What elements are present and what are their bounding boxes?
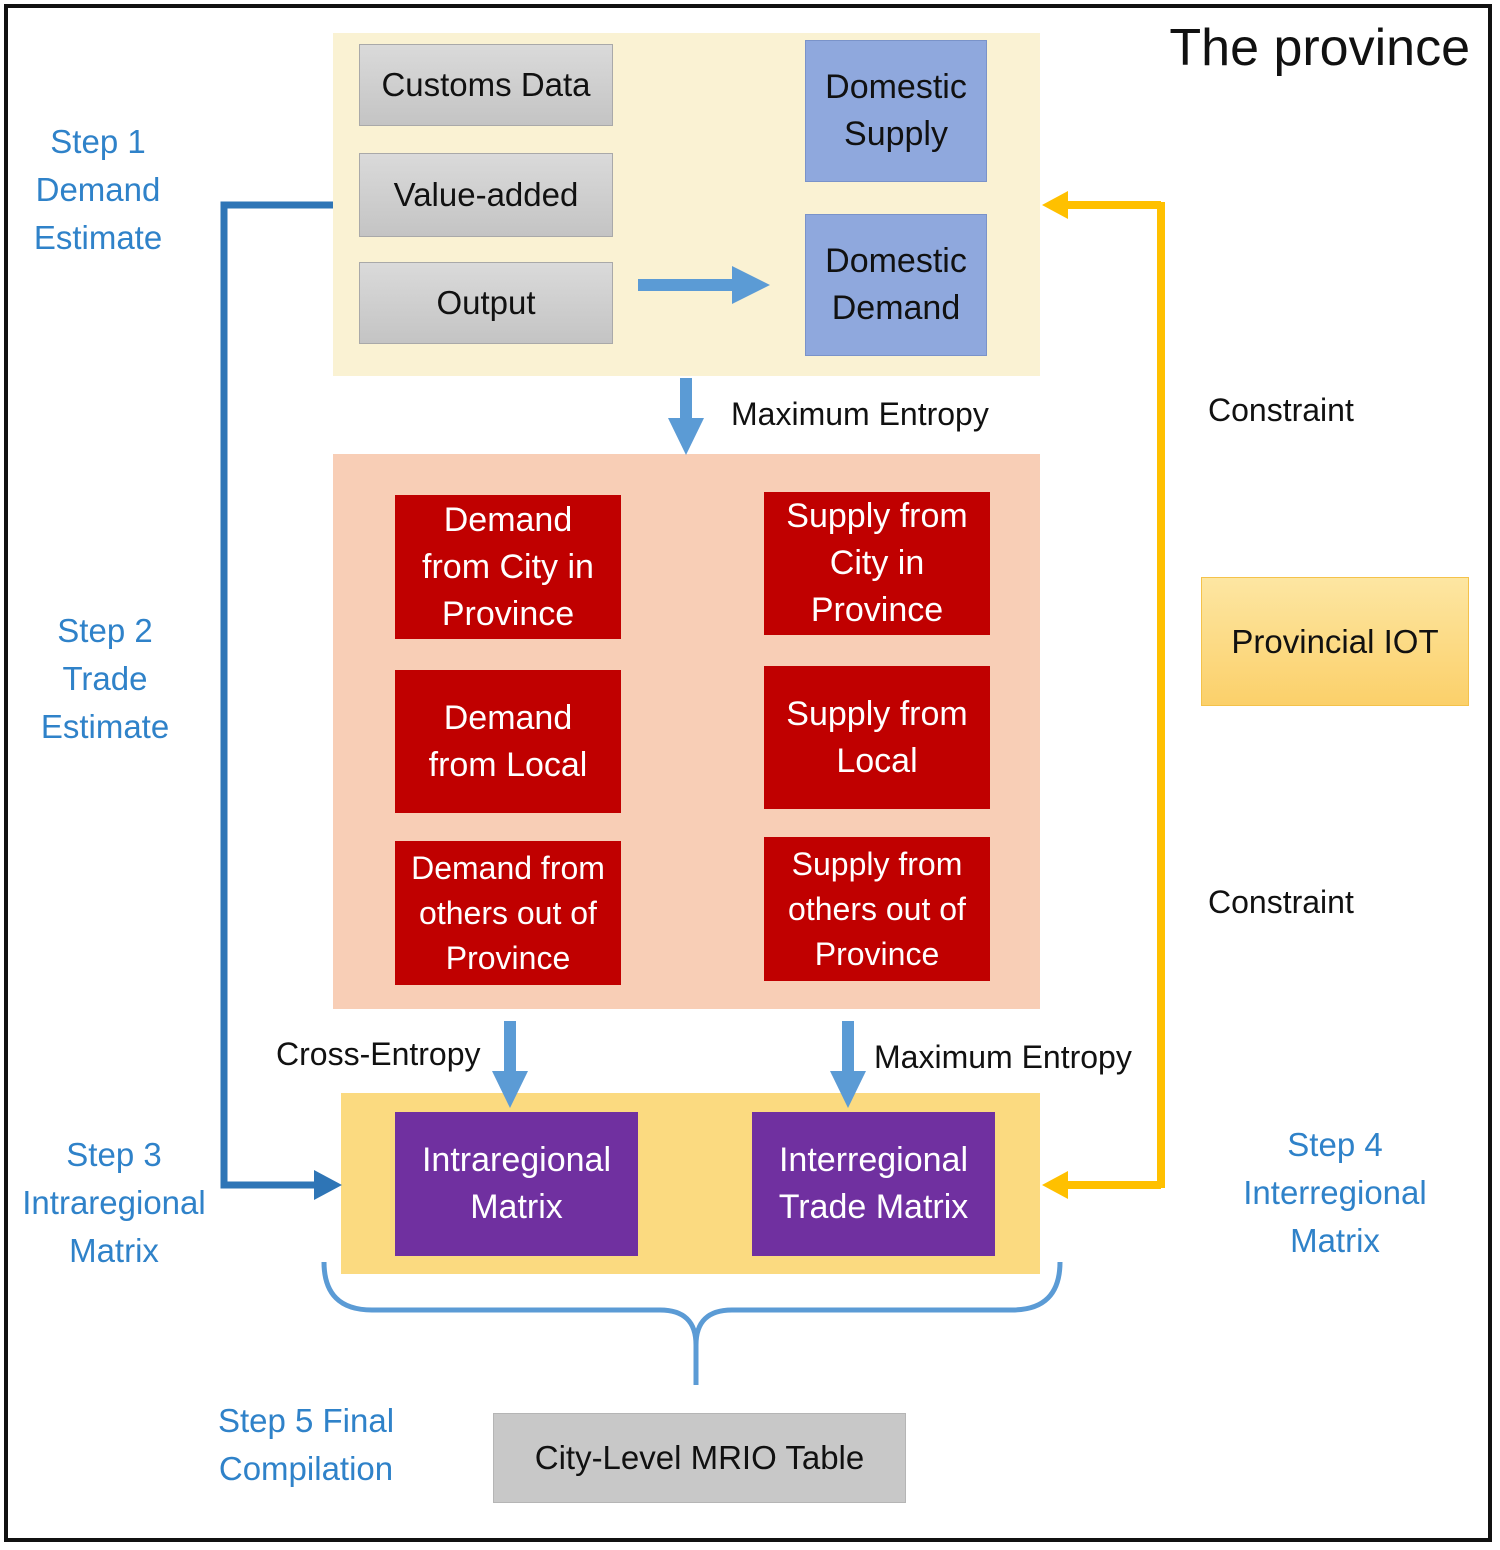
domestic-demand-box: Domestic Demand (805, 214, 987, 356)
customs-data-box: Customs Data (359, 44, 613, 126)
provincial-iot-box: Provincial IOT (1201, 577, 1469, 706)
diagram-title: The province (1169, 19, 1470, 77)
supply-local-box: Supply from Local (764, 666, 990, 809)
output-to-demand-arrow (638, 266, 770, 304)
demand-local-box: Demand from Local (395, 670, 621, 813)
diagram-frame (4, 4, 1492, 1542)
constraint-connector (1042, 191, 1165, 1199)
step-1-label: Step 1 Demand Estimate (33, 123, 163, 256)
step-4-label: Step 4 Interregional Matrix (1243, 1126, 1427, 1259)
cross-entropy-arrow (492, 1021, 528, 1108)
city-level-mrio-table-box: City-Level MRIO Table (493, 1413, 906, 1503)
maximum-entropy-label-bottom: Maximum Entropy (874, 1039, 1132, 1075)
output-box: Output (359, 262, 613, 344)
demand-others-out-of-province-box: Demand from others out of Province (395, 841, 621, 985)
step-3-label: Step 3 Intraregional Matrix (22, 1136, 206, 1269)
value-added-box: Value-added (359, 153, 613, 237)
step-5-label: Step 5 Final Compilation (217, 1402, 395, 1487)
demand-city-in-province-box: Demand from City in Province (395, 495, 621, 639)
maximum-entropy-arrow-top (668, 378, 704, 455)
constraint-label-bottom: Constraint (1208, 884, 1354, 920)
constraint-label-top: Constraint (1208, 392, 1354, 428)
maximum-entropy-arrow-bottom (830, 1021, 866, 1108)
step1-to-step3-connector (220, 201, 342, 1200)
cross-entropy-label: Cross-Entropy (276, 1036, 481, 1072)
domestic-supply-box: Domestic Supply (805, 40, 987, 182)
interregional-trade-matrix-box: Interregional Trade Matrix (752, 1112, 995, 1256)
step-2-label: Step 2 Trade Estimate (40, 612, 170, 745)
intraregional-matrix-box: Intraregional Matrix (395, 1112, 638, 1256)
compilation-brace (321, 1261, 1063, 1385)
maximum-entropy-label-top: Maximum Entropy (731, 396, 989, 432)
supply-others-out-of-province-box: Supply from others out of Province (764, 837, 990, 981)
supply-city-in-province-box: Supply from City in Province (764, 492, 990, 635)
